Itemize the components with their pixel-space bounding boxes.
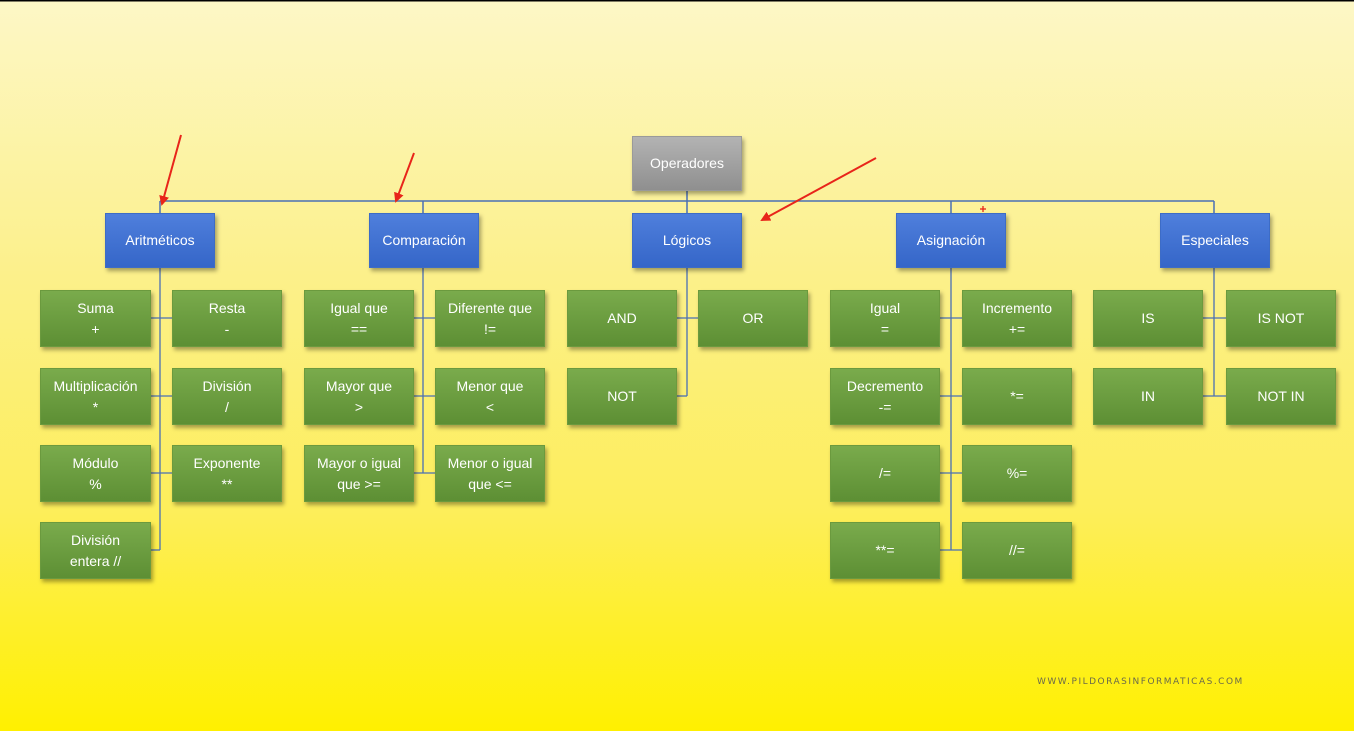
leaf-and: AND [567, 290, 677, 347]
leaf-exp-asignacion: **= [830, 522, 940, 579]
leaf-title: AND [607, 310, 637, 326]
red-arrow-aritmeticos [159, 134, 182, 206]
leaf-title: IS [1141, 310, 1155, 326]
leaf-title: División [202, 377, 252, 394]
leaf-symbol: + [91, 320, 100, 337]
leaf-symbol: * [92, 398, 99, 415]
leaf-title: Exponente [193, 454, 261, 471]
leaf-menor-que: Menor que < [435, 368, 545, 425]
root-label: Operadores [650, 155, 724, 171]
watermark-url: WWW.PILDORASINFORMATICAS.COM [1037, 677, 1244, 687]
leaf-diferente-que: Diferente que != [435, 290, 545, 347]
leaf-title: NOT [607, 388, 637, 404]
leaf-symbol: = [880, 320, 890, 337]
leaf-exponente: Exponente ** [172, 445, 282, 502]
category-aritmeticos: Aritméticos [105, 213, 215, 268]
leaf-title: Menor que [456, 377, 524, 394]
leaf-symbol: que <= [468, 475, 512, 492]
category-comparacion: Comparación [369, 213, 479, 268]
leaf-title: //= [1009, 542, 1025, 558]
leaf-division: División / [172, 368, 282, 425]
leaf-incremento: Incremento += [962, 290, 1072, 347]
red-plus-mark [980, 206, 986, 212]
leaf-is-not: IS NOT [1226, 290, 1336, 347]
leaf-suma: Suma + [40, 290, 151, 347]
leaf-title: Igual que [330, 299, 388, 316]
leaf-not: NOT [567, 368, 677, 425]
leaf-title: Igual [869, 299, 901, 316]
category-label: Comparación [382, 232, 466, 248]
leaf-mayor-o-igual: Mayor o igual que >= [304, 445, 414, 502]
leaf-division-entera: División entera // [40, 522, 151, 579]
leaf-symbol: += [1008, 320, 1026, 337]
leaf-title: NOT IN [1257, 388, 1305, 404]
root-node-operadores: Operadores [632, 136, 742, 191]
leaf-is: IS [1093, 290, 1203, 347]
leaf-symbol: - [224, 320, 230, 337]
leaf-title: Diferente que [447, 299, 533, 316]
leaf-menor-o-igual: Menor o igual que <= [435, 445, 545, 502]
category-asignacion: Asignación [896, 213, 1006, 268]
leaf-title: *= [1010, 388, 1024, 404]
leaf-title: Mayor que [325, 377, 393, 394]
leaf-title: **= [875, 542, 895, 558]
leaf-title: /= [878, 465, 892, 481]
red-arrow-logicos [760, 157, 877, 221]
leaf-symbol: < [485, 398, 495, 415]
leaf-resta: Resta - [172, 290, 282, 347]
leaf-div-asignacion: /= [830, 445, 940, 502]
leaf-igual-que: Igual que == [304, 290, 414, 347]
leaf-symbol: ** [221, 475, 233, 492]
category-label: Lógicos [662, 232, 712, 248]
leaf-title: OR [742, 310, 764, 326]
leaf-symbol: / [225, 398, 229, 415]
leaf-title: %= [1006, 465, 1028, 481]
leaf-title: Decremento [846, 377, 924, 394]
leaf-symbol: entera // [69, 552, 122, 569]
leaf-title: Módulo [72, 454, 119, 471]
leaf-symbol: -= [878, 398, 892, 415]
leaf-igual: Igual = [830, 290, 940, 347]
leaf-title: Suma [77, 299, 114, 316]
leaf-symbol: % [89, 475, 102, 492]
leaf-symbol: == [350, 320, 368, 337]
category-logicos: Lógicos [632, 213, 742, 268]
leaf-symbol: > [354, 398, 364, 415]
leaf-title: División [70, 531, 120, 548]
category-label: Asignación [916, 232, 986, 248]
leaf-title: Incremento [981, 299, 1053, 316]
leaf-not-in: NOT IN [1226, 368, 1336, 425]
leaf-title: Mayor o igual [316, 454, 402, 471]
leaf-mod-asignacion: %= [962, 445, 1072, 502]
leaf-modulo: Módulo % [40, 445, 151, 502]
leaf-title: Multiplicación [53, 377, 138, 394]
leaf-decremento: Decremento -= [830, 368, 940, 425]
leaf-title: Resta [208, 299, 246, 316]
leaf-multiplicacion: Multiplicación * [40, 368, 151, 425]
leaf-mult-asignacion: *= [962, 368, 1072, 425]
leaf-title: IN [1141, 388, 1155, 404]
leaf-or: OR [698, 290, 808, 347]
leaf-title: IS NOT [1257, 310, 1305, 326]
category-label: Especiales [1181, 232, 1249, 248]
leaf-symbol: que >= [337, 475, 381, 492]
leaf-title: Menor o igual [447, 454, 533, 471]
leaf-symbol: != [483, 320, 497, 337]
red-arrow-comparacion [394, 152, 415, 203]
leaf-divent-asignacion: //= [962, 522, 1072, 579]
leaf-mayor-que: Mayor que > [304, 368, 414, 425]
category-label: Aritméticos [125, 232, 195, 248]
category-especiales: Especiales [1160, 213, 1270, 268]
leaf-in: IN [1093, 368, 1203, 425]
